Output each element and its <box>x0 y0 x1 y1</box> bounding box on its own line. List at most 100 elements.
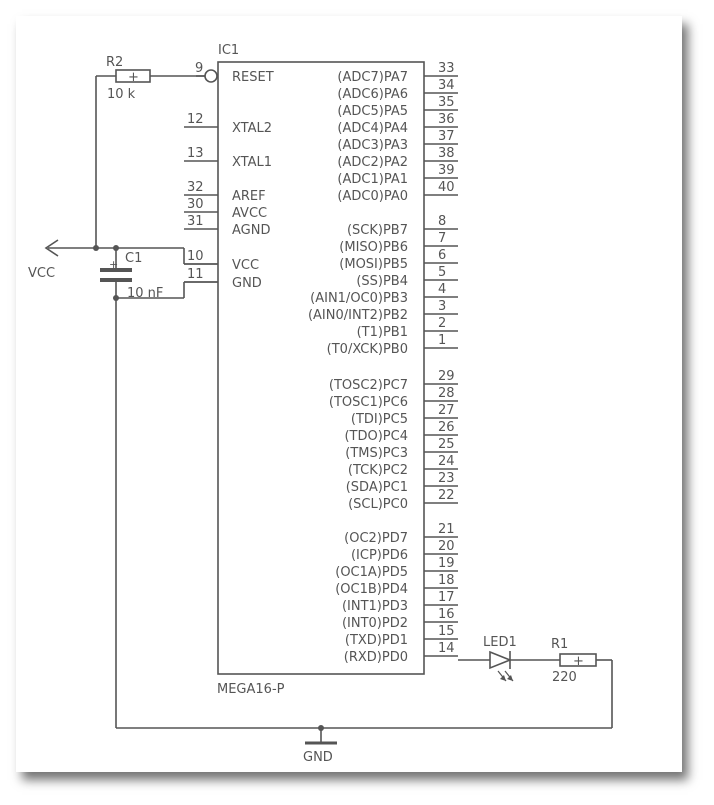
ic1-pin-name: (ADC4)PA4 <box>337 121 408 136</box>
led1-refdes: LED1 <box>483 635 517 650</box>
ic1-pin-28: 28 (TOSC1)PC6 <box>329 386 458 410</box>
ic1-pin-name: RESET <box>232 70 274 85</box>
ic1-pin-number: 32 <box>187 180 204 195</box>
ic1-pin-number: 17 <box>438 590 455 605</box>
ic1-pin-35: 35 (ADC5)PA5 <box>337 95 458 119</box>
ic1-pin-22: 22(SCL)PC0 <box>348 488 458 512</box>
ic1-pin-number: 11 <box>187 267 204 282</box>
ic1-pin-33: 33(ADC7)PA7 <box>337 61 458 85</box>
ic1-pin-number: 20 <box>438 539 455 554</box>
ic1-pin-4: 4(AIN1/OC0)PB3 <box>310 282 458 306</box>
ic1-pin-name: (AIN1/OC0)PB3 <box>310 291 408 306</box>
ic1-pin-number: 21 <box>438 522 455 537</box>
ic1-pin-number: 10 <box>187 249 204 264</box>
r1-resistor: + R1 220 <box>551 637 612 685</box>
ic1-pin-number: 31 <box>187 214 204 229</box>
ic1-pin-number: 37 <box>438 129 455 144</box>
ic1-pin-name: AREF <box>232 189 266 204</box>
ic1-pin-name: (OC1A)PD5 <box>335 565 408 580</box>
r1-value: 220 <box>552 670 577 685</box>
c1-polarity-mark: + <box>109 258 118 271</box>
ic1-pin-14: 14(RXD)PD0 <box>344 641 458 665</box>
ic1-pin-number: 14 <box>438 641 455 656</box>
ic1-pin-number: 18 <box>438 573 455 588</box>
ic1-pin-number: 23 <box>438 471 455 486</box>
ic1-pin-15: 15 (TXD)PD1 <box>345 624 458 648</box>
ic1-pin-name: (TOSC1)PC6 <box>329 395 408 410</box>
ic1-pin-name: (INT0)PD2 <box>342 616 408 631</box>
ic1-pin-name: (MISO)PB6 <box>339 240 408 255</box>
ic1-body <box>217 61 425 675</box>
r2-resistor: + R2 10 k <box>96 55 205 102</box>
vcc-label: VCC <box>28 266 55 281</box>
ic1-pin-name: (T1)PB1 <box>357 325 408 340</box>
ic1-pin-number: 12 <box>187 112 204 127</box>
ic1-pin-name: (TCK)PC2 <box>348 463 408 478</box>
ic1-pin-name: (AIN0/INT2)PB2 <box>308 308 408 323</box>
ic1-pin-number: 2 <box>438 316 446 331</box>
ic1-pin-number: 9 <box>195 61 203 76</box>
ic1-pin-name: (TDI)PC5 <box>351 412 408 427</box>
ic1-pin-number: 30 <box>187 197 204 212</box>
r2-polarity-mark: + <box>128 70 139 85</box>
r2-value: 10 k <box>107 87 136 102</box>
ic1-pin-number: 25 <box>438 437 455 452</box>
ic1-pin-name: (ADC5)PA5 <box>337 104 408 119</box>
ic1-left-pins: 9RESET12XTAL213XTAL132AREF30AVCC31AGND10… <box>184 61 274 291</box>
r1-refdes: R1 <box>551 637 568 652</box>
ic1-pin-18: 18(OC1B)PD4 <box>335 573 458 597</box>
ic1-pin-number: 7 <box>438 231 446 246</box>
ic1-symbol: IC1 MEGA16-P <box>217 43 425 697</box>
ic1-pin-8: 8(SCK)PB7 <box>347 214 458 238</box>
ic1-pin-name: (SS)PB4 <box>356 274 408 289</box>
ic1-pin-name: (SDA)PC1 <box>346 480 408 495</box>
ic1-pin-number: 38 <box>438 146 455 161</box>
ic1-pin-38: 38(ADC2)PA2 <box>337 146 458 170</box>
ic1-pin-number: 29 <box>438 369 455 384</box>
ic1-pin-name: (TMS)PC3 <box>345 446 408 461</box>
ic1-pin-name: (TDO)PC4 <box>344 429 408 444</box>
led-triangle-icon <box>489 650 513 670</box>
ic1-pin-17: 17(INT1)PD3 <box>342 590 458 614</box>
led1-diode: LED1 <box>458 635 560 682</box>
ic1-pin-34: 34 (ADC6)PA6 <box>337 78 458 102</box>
schematic-sheet <box>16 16 682 772</box>
ic1-pin-number: 26 <box>438 420 455 435</box>
ic1-pin-40: 40 (ADC0)PA0 <box>337 180 458 204</box>
ic1-pin-name: (TXD)PD1 <box>345 633 408 648</box>
ic1-pin-name: (ADC6)PA6 <box>337 87 408 102</box>
ic1-pin-29: 29(TOSC2)PC7 <box>329 369 458 393</box>
ic1-pin-27: 27(TDI)PC5 <box>351 403 458 427</box>
ic1-pin-name: AVCC <box>232 206 267 221</box>
ic1-pin-number: 35 <box>438 95 455 110</box>
ic1-pin-3: 3(AIN0/INT2)PB2 <box>308 299 458 323</box>
ic1-pin-number: 34 <box>438 78 455 93</box>
ic1-pin-number: 28 <box>438 386 455 401</box>
ic1-pin-name: (ADC7)PA7 <box>337 70 408 85</box>
r1-polarity-mark: + <box>573 654 584 669</box>
ic1-pin-name: (ADC0)PA0 <box>337 189 408 204</box>
ic1-pin-name: VCC <box>232 258 259 273</box>
ic1-refdes: IC1 <box>218 43 239 58</box>
ic1-pin-number: 40 <box>438 180 455 195</box>
ic1-pin-number: 5 <box>438 265 446 280</box>
ic1-pin-19: 19(OC1A)PD5 <box>335 556 458 580</box>
ic1-pin-number: 39 <box>438 163 455 178</box>
ic1-pin-name: (ADC1)PA1 <box>337 172 408 187</box>
ic1-pin-name: (ADC3)PA3 <box>337 138 408 153</box>
gnd-net: GND <box>113 280 613 765</box>
ic1-pin-number: 8 <box>438 214 446 229</box>
ic1-pin-number: 22 <box>438 488 455 503</box>
ic1-pin-number: 15 <box>438 624 455 639</box>
ic1-pin-5: 5 (SS)PB4 <box>356 265 458 289</box>
ic1-pin-name: XTAL2 <box>232 121 272 136</box>
ic1-pin-name: (ICP)PD6 <box>351 548 408 563</box>
ic1-pin-name: AGND <box>232 223 270 238</box>
ic1-pin-7: 7 (MISO)PB6 <box>339 231 458 255</box>
